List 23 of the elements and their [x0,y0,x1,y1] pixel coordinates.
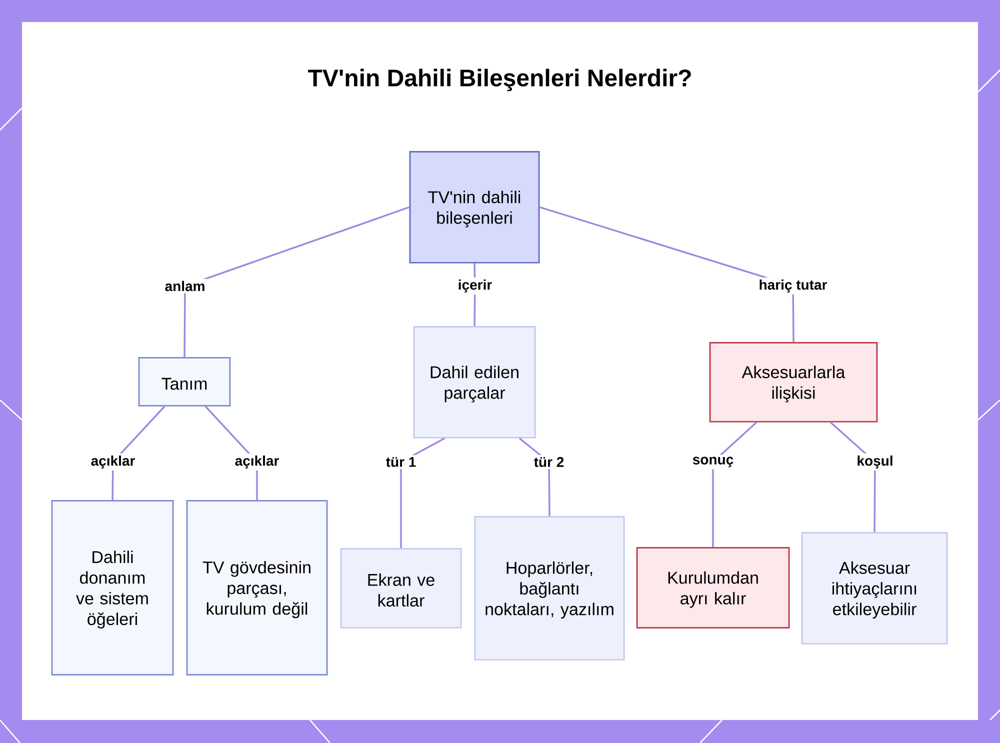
concept-box: TV'nin dahili bileşenleri [409,151,540,264]
concept-box: Kurulumdan ayrı kalır [636,547,790,628]
edge-label: tür 1 [384,455,418,469]
concept-box: Dahil edilen parçalar [413,326,536,438]
connector-line [184,206,410,358]
concept-box: Hoparlörler, bağlantı noktaları, yazılım [474,516,625,660]
concept-box: Ekran ve kartlar [340,548,462,628]
edge-label: sonuç [690,454,736,470]
concept-box: Dahili donanım ve sistem öğeleri [51,500,174,676]
concept-box: TV gövdesinin parçası, kurulum değil [186,500,328,676]
edge-label: açıklar [232,453,282,471]
edge-label: içerir [456,277,494,295]
edge-label: açıklar [88,453,138,471]
title: TV'nin Dahili Bileşenleri Nelerdir? [308,68,691,92]
edge-label: koşul [854,453,896,471]
concept-box: Aksesuar ihtiyaçlarını etkileyebilir [801,532,948,644]
connector-line [712,422,758,547]
concept-box: Aksesuarlarla ilişkisi [709,342,878,422]
edge-label: anlam [162,278,208,294]
edge-label: tür 2 [532,455,566,469]
edge-label: hariç tutar [756,277,830,295]
connector-line [540,206,794,342]
concept-box: Tanım [138,357,231,406]
